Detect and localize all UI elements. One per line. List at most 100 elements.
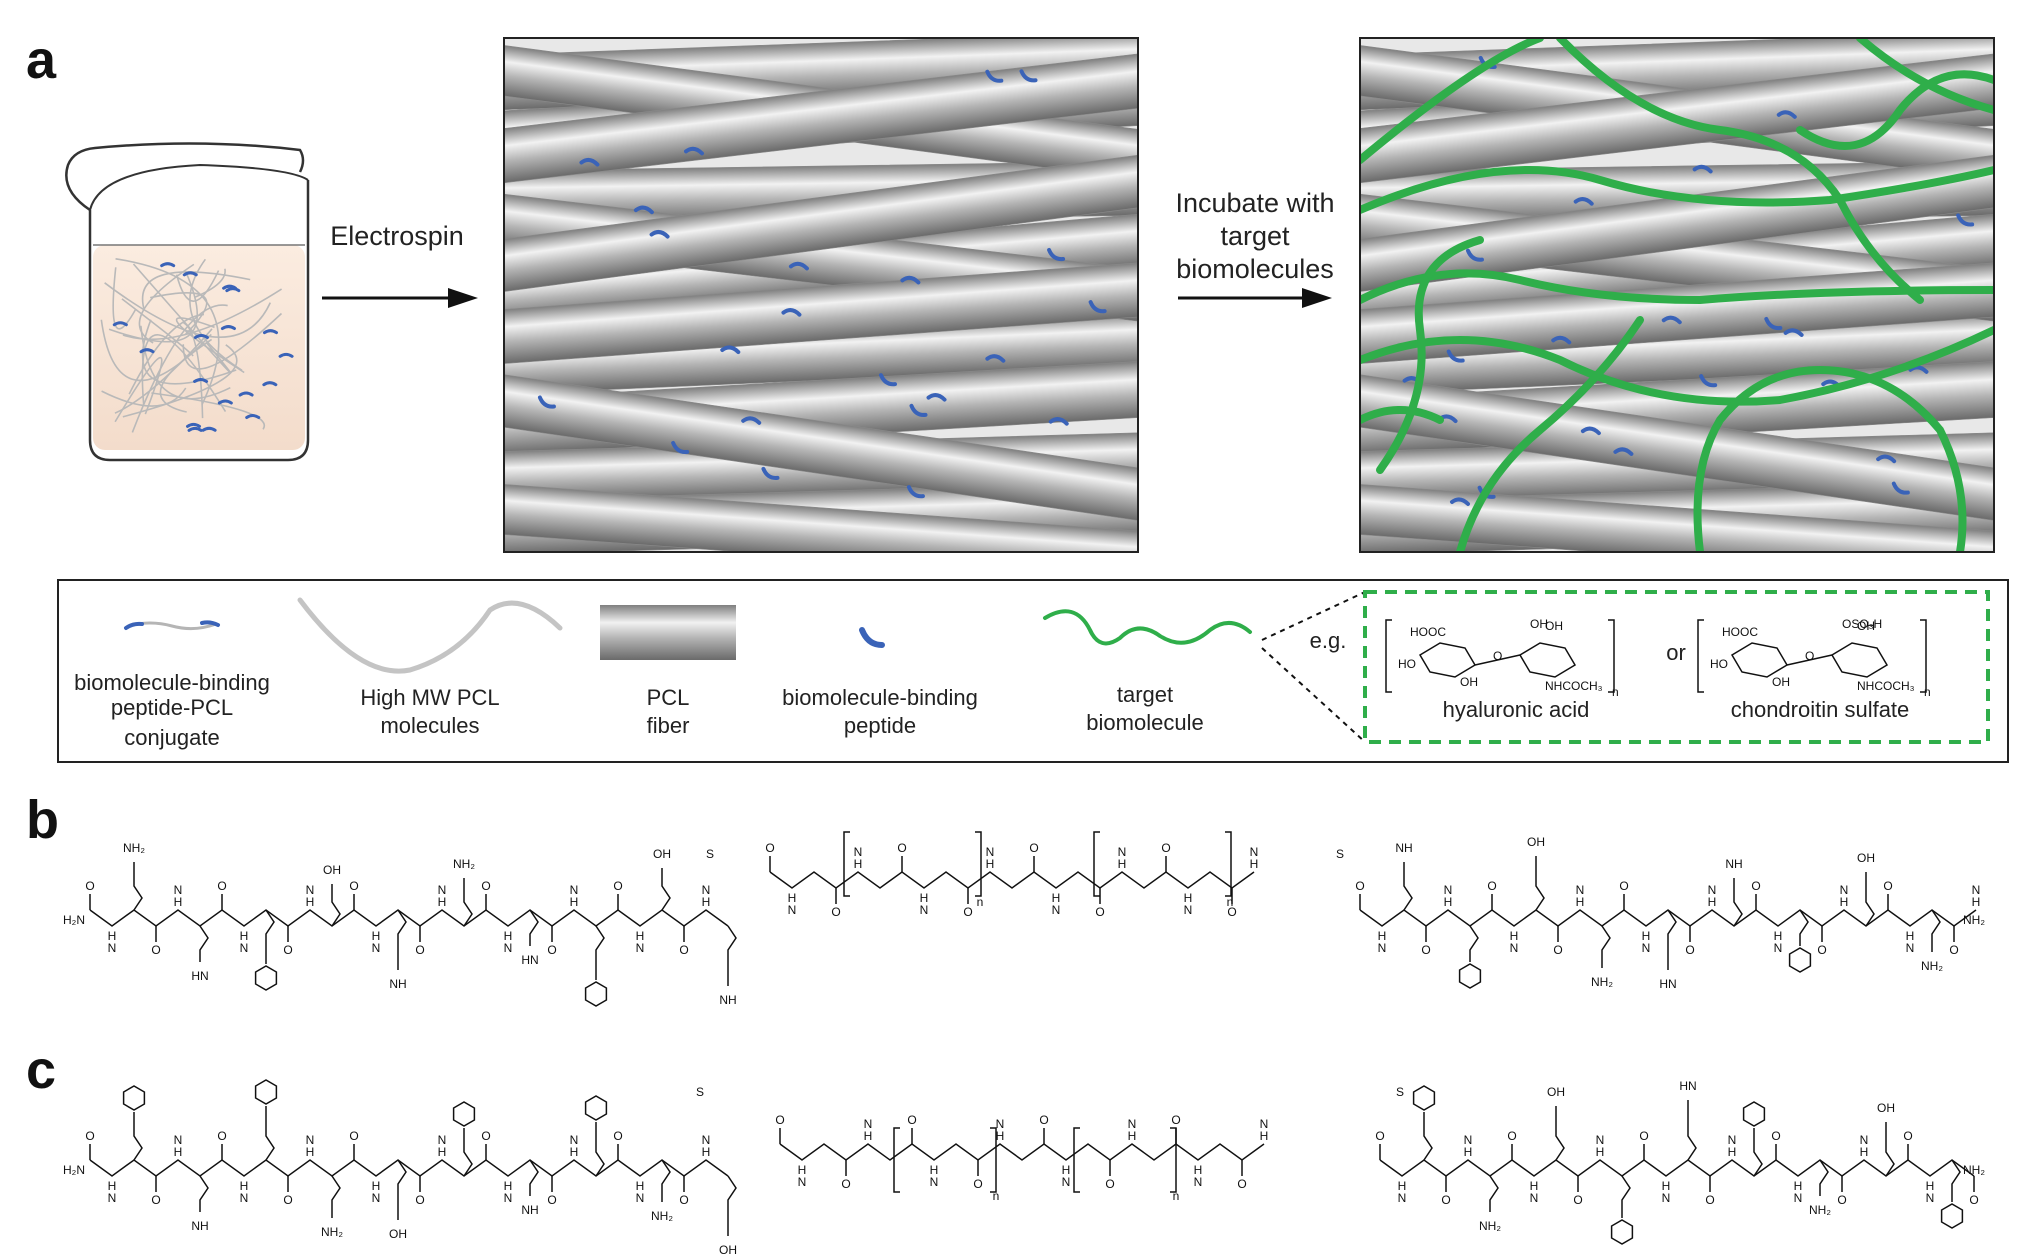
legend-target-line1: target <box>1117 682 1173 707</box>
oxygen-atom: O <box>613 1129 622 1143</box>
nitrogen-atom: N <box>702 1133 711 1147</box>
side-chain <box>133 862 143 911</box>
chain-c-n-terminus: H₂N <box>63 1163 85 1177</box>
side-chain-terminal: NH₂ <box>1591 975 1613 989</box>
side-chain <box>133 1112 143 1161</box>
peptide-mark <box>1661 315 1682 325</box>
beaker-pcl-strand <box>182 312 283 370</box>
side-chain <box>397 1159 407 1220</box>
nitrogen-atom: N <box>372 1191 381 1205</box>
side-chain-terminal: OH <box>1547 1085 1565 1099</box>
backbone-bond <box>769 871 1255 889</box>
legend-pcl-line2: molecules <box>380 713 479 738</box>
nitrogen-atom: N <box>1250 845 1259 859</box>
pcl-fiber <box>504 49 1138 186</box>
peptide-mark <box>788 261 809 271</box>
legend-item-high-mw-pcl: High MW PCL molecules <box>297 597 563 738</box>
sulfur-atom-2: S <box>1336 847 1344 861</box>
peptide-mark <box>1692 164 1713 174</box>
peptide-mark <box>1450 497 1471 506</box>
beaker-pcl-strand <box>189 258 243 371</box>
hydrogen-atom: H <box>1576 895 1585 909</box>
beaker-peptide-mark <box>245 414 261 420</box>
nitrogen-atom: N <box>372 941 381 955</box>
backbone-bond <box>89 909 729 927</box>
repeat-bracket <box>990 1127 997 1193</box>
pcl-fiber <box>504 259 1138 366</box>
peptide-mark <box>1551 335 1572 345</box>
incubate-label-line3: biomolecules <box>1176 254 1334 284</box>
oxygen-atom: O <box>1817 943 1826 957</box>
peptide-mark <box>1580 426 1601 436</box>
panel-label-a: a <box>26 30 57 90</box>
hydrogen-atom: H <box>1444 895 1453 909</box>
legend: biomolecule-binding peptide-PCL conjugat… <box>57 579 2009 763</box>
oxygen-atom: O <box>1487 879 1496 893</box>
side-chain <box>1667 909 1677 970</box>
side-chain <box>1687 1100 1697 1161</box>
nitrogen-atom: N <box>438 883 447 897</box>
peptide-mark <box>1613 447 1634 456</box>
nitrogen-atom: N <box>1906 941 1915 955</box>
hydrogen-atom: H <box>1662 1179 1671 1193</box>
beaker-peptide-mark <box>193 377 209 383</box>
side-chain <box>1951 1159 1961 1202</box>
incubate-arrow: Incubate with target biomolecules <box>1175 188 1335 308</box>
repeat-n-2: n <box>1227 895 1234 909</box>
beaker-peptide-mark <box>238 391 254 397</box>
side-chain-terminal: NH₂ <box>123 841 145 855</box>
hydrogen-atom: H <box>1794 1179 1803 1193</box>
nitrogen-atom: N <box>570 883 579 897</box>
legend-target-line2: biomolecule <box>1086 710 1203 735</box>
peptide-mark <box>633 205 654 215</box>
side-chain-terminal: NH₂ <box>651 1209 673 1223</box>
side-chain <box>727 925 737 986</box>
nitrogen-atom: N <box>1972 883 1981 897</box>
side-chain <box>727 1175 737 1236</box>
hydrogen-atom: H <box>636 929 645 943</box>
side-chain <box>1819 1159 1829 1196</box>
repeat-n-4: n <box>1173 1189 1180 1203</box>
oxygen-atom: O <box>547 943 556 957</box>
hydrogen-atom: H <box>1926 1179 1935 1193</box>
hydrogen-atom: H <box>1378 929 1387 943</box>
nitrogen-atom: N <box>854 845 863 859</box>
nitrogen-atom: N <box>1378 941 1387 955</box>
backbone-bond <box>89 1159 729 1177</box>
oxygen-atom: O <box>1039 1113 1048 1127</box>
hydrogen-atom: H <box>636 1179 645 1193</box>
beaker-peptide-mark <box>225 287 241 293</box>
hydrogen-atom: H <box>1860 1145 1869 1159</box>
repeat-bracket <box>1073 1127 1080 1193</box>
oxygen-atom: O <box>1355 879 1364 893</box>
hydrogen-atom: H <box>174 895 183 909</box>
hydrogen-atom: H <box>504 1179 513 1193</box>
aromatic-ring <box>1940 1203 1964 1229</box>
oxygen-atom: O <box>283 943 292 957</box>
fiber-mat-fibers <box>504 38 1138 552</box>
sugar-label-n: n <box>1924 685 1931 699</box>
repeat-bracket-left <box>1697 619 1704 693</box>
hydrogen-atom: H <box>306 1145 315 1159</box>
oxygen-atom: O <box>765 841 774 855</box>
nitrogen-atom: N <box>1728 1133 1737 1147</box>
legend-item-conjugate: biomolecule-binding peptide-PCL conjugat… <box>74 620 270 750</box>
oxygen-atom: O <box>1771 1129 1780 1143</box>
beaker-peptide-mark <box>201 426 217 432</box>
oxygen-atom: O <box>831 905 840 919</box>
repeat-bracket-left <box>1385 619 1392 693</box>
hydrogen-atom: H <box>986 857 995 871</box>
oxygen-atom: O <box>1161 841 1170 855</box>
beaker-pcl-strand <box>183 322 204 419</box>
peptide-mark <box>1891 481 1910 495</box>
chain-b-c-terminus: NH₂ <box>1963 913 1985 927</box>
or-label: or <box>1666 640 1686 665</box>
oxygen-atom: O <box>907 1113 916 1127</box>
sugar-ring <box>1830 642 1889 678</box>
beaker-peptide-mark <box>182 271 198 277</box>
oxygen-atom: O <box>1171 1113 1180 1127</box>
side-chain <box>1865 872 1875 927</box>
